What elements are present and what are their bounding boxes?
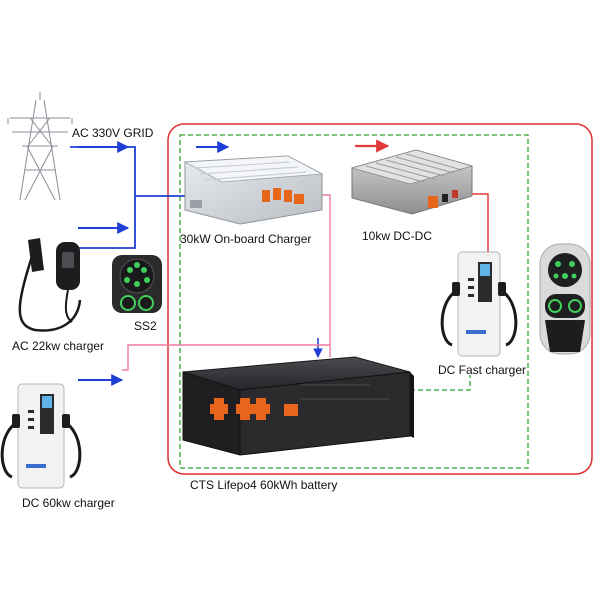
pylon-icon [7, 92, 73, 201]
ccs-connector-icon [539, 243, 591, 355]
dc-fast-charger-label: DC Fast charger [438, 363, 526, 377]
onboard-charger-image [183, 155, 324, 225]
dcdc-to-fastcharger [472, 193, 489, 252]
obc-pink-line [322, 194, 331, 357]
vehicle-inner-frame [179, 134, 529, 469]
system-outer-frame [167, 123, 593, 475]
ss2-socket-icon [112, 255, 162, 313]
ac-charger-label: AC 22kw charger [12, 339, 104, 353]
ac-bus-line [70, 146, 136, 249]
dc-fast-dashed-link [410, 375, 471, 391]
dc60-charger-image [0, 383, 82, 489]
dc-fast-charger-image [440, 251, 518, 357]
dcdc-converter-image [350, 149, 474, 215]
battery-label: CTS Lifepo4 60kWh battery [190, 478, 337, 492]
onboard-charger-label: 30kW On-board Charger [180, 232, 311, 246]
ss2-label: SS2 [134, 319, 157, 333]
dc60-charger-label: DC 60kw charger [22, 496, 115, 510]
dcdc-label: 10kw DC-DC [362, 229, 432, 243]
grid-label: AC 330V GRID [72, 126, 154, 140]
dc60-pink-line [122, 344, 330, 371]
ac-plug-icon [18, 238, 82, 332]
battery-pack-image [182, 356, 414, 456]
